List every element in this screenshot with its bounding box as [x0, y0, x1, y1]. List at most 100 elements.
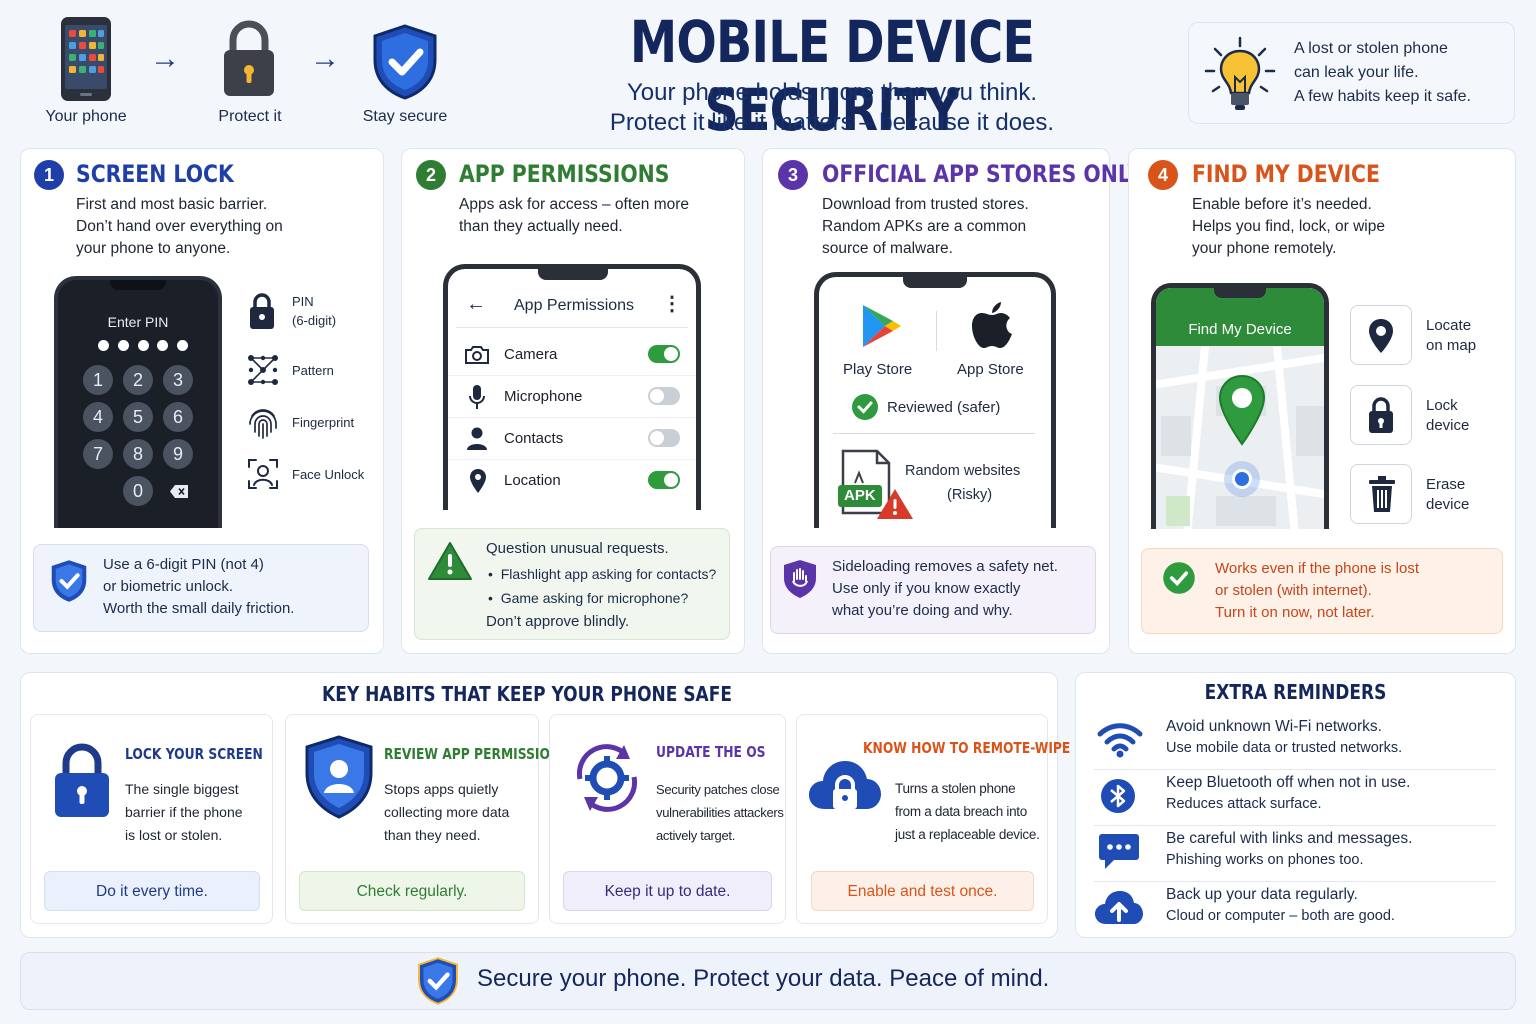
lock-option-pin: PIN(6-digit): [292, 294, 337, 328]
footer-banner: Secure your phone. Protect your data. Pe…: [20, 952, 1516, 1010]
padlock-icon: [224, 20, 274, 96]
extra-reminders-panel: [1075, 672, 1516, 938]
apple-icon[interactable]: [971, 301, 1013, 349]
section-desc: Apps ask for access – often more than th…: [459, 196, 690, 235]
habit-title: KNOW HOW TO REMOTE-WIPE: [863, 739, 1071, 757]
store-phone-mockup: Play Store App Store Reviewed (safer) AP…: [814, 272, 1056, 528]
fingerprint-icon: [249, 409, 277, 439]
back-arrow-icon[interactable]: ←: [466, 293, 486, 315]
pin-dots: [98, 340, 188, 351]
camera-icon: [465, 346, 489, 364]
store-label-apple: App Store: [957, 361, 1024, 378]
lock-option-face: Face Unlock: [292, 467, 365, 482]
tip-line-3: A few habits keep it safe.: [1294, 88, 1471, 105]
face-scan-icon: [248, 459, 278, 489]
lock-icon: [1369, 397, 1393, 433]
shield-check-icon: [418, 957, 458, 1005]
bluetooth-icon: [1101, 779, 1135, 813]
find-device-phone-mockup: Find My Device: [1151, 283, 1329, 529]
habit-title: REVIEW APP PERMISSIONS: [384, 745, 570, 763]
shield-user-icon: [305, 735, 373, 819]
key-habits-title: KEY HABITS THAT KEEP YOUR PHONE SAFE: [322, 682, 732, 706]
phone-notch: [538, 269, 608, 280]
keypad-key-2[interactable]: 2: [123, 365, 153, 395]
tip-box: A lost or stolen phone can leak your lif…: [1188, 22, 1515, 124]
action-erase-button[interactable]: [1350, 464, 1412, 524]
habit-update-os: UPDATE THE OS Security patches close vul…: [549, 714, 786, 924]
section-title: FIND MY DEVICE: [1192, 160, 1380, 188]
backspace-icon[interactable]: [170, 485, 188, 498]
overflow-menu-icon[interactable]: ⋮: [662, 293, 682, 315]
section-number: 4: [1148, 160, 1178, 190]
current-location-icon: [1224, 461, 1260, 497]
cloud-lock-icon: [809, 761, 881, 809]
section-desc: First and most basic barrier. Don’t hand…: [76, 196, 283, 257]
habit-action-button[interactable]: Check regularly.: [299, 871, 525, 911]
habit-action-button[interactable]: Keep it up to date.: [563, 871, 772, 911]
keypad-key-8[interactable]: 8: [123, 439, 153, 469]
screen-divider: [456, 327, 688, 328]
reminder-backup: Back up your data regularly. Cloud or co…: [1094, 882, 1496, 938]
keypad-key-6[interactable]: 6: [163, 402, 193, 432]
keypad-key-1[interactable]: 1: [83, 365, 113, 395]
habit-desc: Turns a stolen phone from a data breach …: [895, 781, 1040, 842]
risky-label-2: (Risky): [947, 487, 993, 503]
keypad-key-0[interactable]: 0: [123, 476, 153, 506]
play-store-icon[interactable]: [861, 303, 903, 349]
note-item: • Game asking for microphone?: [488, 590, 689, 606]
habit-action-button[interactable]: Do it every time.: [44, 871, 260, 911]
habit-desc: The single biggest barrier if the phone …: [125, 781, 243, 843]
permission-label: Microphone: [504, 388, 583, 405]
action-locate-button[interactable]: [1350, 305, 1412, 365]
permission-toggle-contacts[interactable]: [648, 429, 680, 447]
reminder-messages: Be careful with links and messages. Phis…: [1094, 826, 1496, 882]
pattern-icon: [248, 355, 278, 385]
habit-desc: Security patches close vulnerabilities a…: [656, 782, 784, 843]
phone-notch: [1214, 288, 1266, 298]
arrow-right-icon: →: [150, 42, 180, 75]
footer-text: Secure your phone. Protect your data. Pe…: [477, 965, 1050, 992]
section-desc: Download from trusted stores. Random APK…: [822, 196, 1029, 257]
section-title: OFFICIAL APP STORES ONLY: [822, 160, 1143, 188]
apk-file-icon: [838, 449, 913, 519]
keypad-key-9[interactable]: 9: [163, 439, 193, 469]
keypad-key-7[interactable]: 7: [83, 439, 113, 469]
keypad-key-4[interactable]: 4: [83, 402, 113, 432]
section-title: SCREEN LOCK: [76, 160, 234, 188]
screen-title: Find My Device: [1188, 321, 1292, 338]
screen-title: App Permissions: [514, 297, 635, 314]
permission-toggle-location[interactable]: [648, 471, 680, 489]
flow-label-your-phone: Your phone: [45, 108, 127, 125]
chat-icon: [1099, 834, 1139, 869]
map-pin-icon: [1218, 374, 1266, 446]
action-lock-button[interactable]: [1350, 385, 1412, 445]
check-circle-icon: [1163, 562, 1195, 594]
trash-icon: [1369, 476, 1395, 512]
habit-action-button[interactable]: Enable and test once.: [811, 871, 1034, 911]
reminder-wifi: Avoid unknown Wi-Fi networks. Use mobile…: [1094, 714, 1496, 770]
risky-label-1: Random websites: [905, 463, 1021, 479]
keypad-key-3[interactable]: 3: [163, 365, 193, 395]
section-number: 2: [416, 160, 446, 190]
habit-remote-wipe: KNOW HOW TO REMOTE-WIPE Turns a stolen p…: [796, 714, 1070, 924]
section-number: 3: [778, 160, 808, 190]
update-gear-icon: [576, 744, 638, 812]
permission-toggle-camera[interactable]: [648, 345, 680, 363]
map-pin-icon: [1369, 319, 1393, 353]
permission-row-camera: Camera: [448, 334, 696, 376]
tip-line-2: can leak your life.: [1294, 64, 1419, 81]
check-circle-icon: [852, 394, 878, 420]
phone-notch: [903, 277, 967, 288]
flow-label-protect: Protect it: [218, 108, 282, 125]
permission-label: Camera: [504, 346, 558, 363]
apk-label: APK: [844, 487, 876, 504]
keypad-key-5[interactable]: 5: [123, 402, 153, 432]
permission-row-location: Location: [448, 460, 696, 502]
habit-lock-screen: LOCK YOUR SCREEN The single biggest barr…: [30, 714, 273, 924]
permission-toggle-microphone[interactable]: [648, 387, 680, 405]
lock-option-pattern: Pattern: [292, 363, 334, 378]
note-title: Question unusual requests.: [486, 540, 669, 557]
pin-prompt: Enter PIN: [107, 314, 169, 330]
